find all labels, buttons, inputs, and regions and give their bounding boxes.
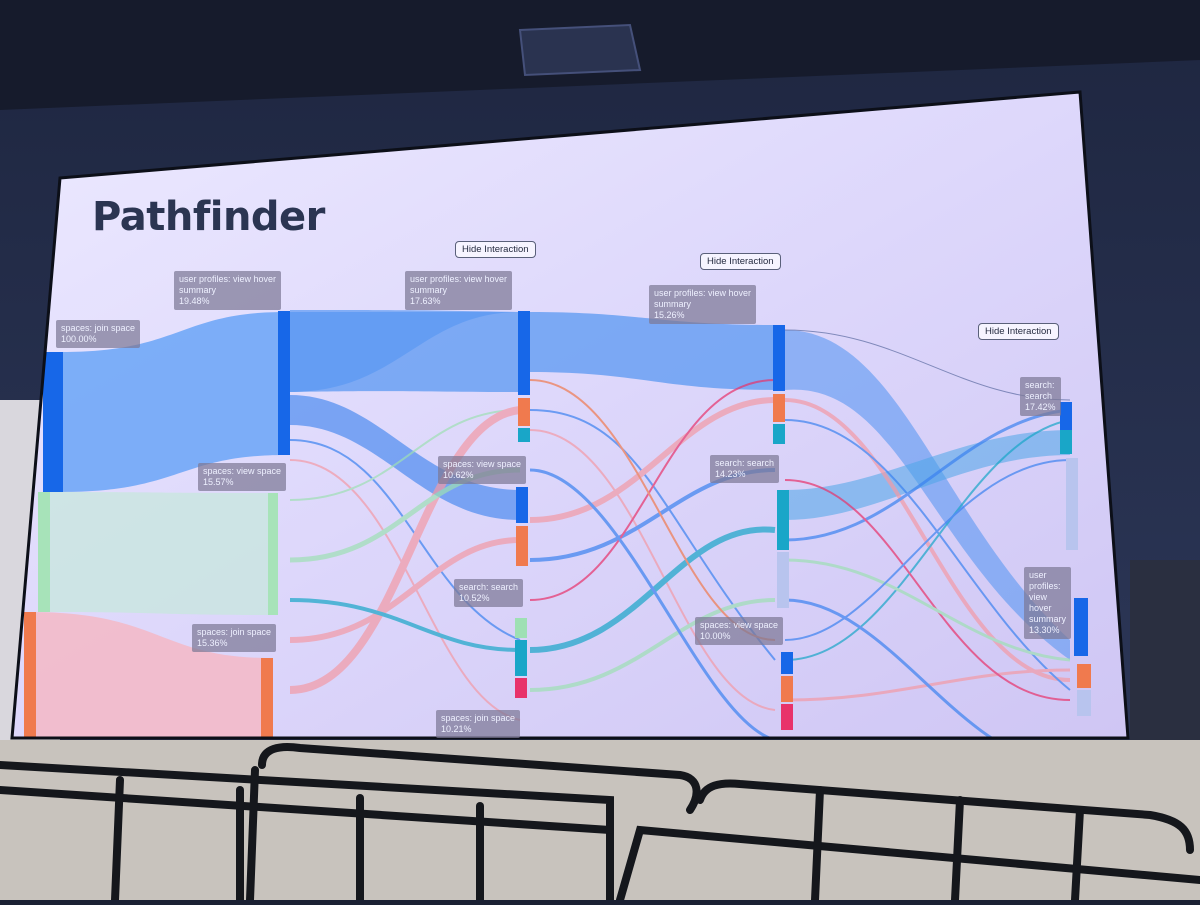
node-bar-7b bbox=[515, 678, 527, 698]
flow-green-main bbox=[45, 492, 272, 615]
node-bar-7a bbox=[515, 618, 527, 638]
node-bar-1c bbox=[24, 612, 36, 738]
node-bar-6 bbox=[516, 487, 528, 523]
node-bar-1b bbox=[38, 492, 50, 612]
node-bar-2 bbox=[278, 311, 290, 455]
node-label-profiles-hover-3: user profiles: view hover summary 15.26% bbox=[649, 285, 757, 324]
node-label-search-2: search: search 10.52% bbox=[454, 579, 524, 607]
node-bar-4 bbox=[261, 658, 273, 738]
flow-tangle bbox=[289, 329, 1071, 738]
node-bar-9b bbox=[773, 394, 785, 422]
node-label-spaces-view-space-2: spaces: view space 10.62% bbox=[438, 456, 527, 484]
node-bar-1 bbox=[43, 352, 63, 492]
node-bar-11b bbox=[781, 676, 793, 702]
node-label-spaces-join-space-1: spaces: join space 15.36% bbox=[192, 624, 277, 652]
barricades bbox=[0, 743, 1200, 904]
node-bar-11 bbox=[781, 652, 793, 674]
node-bar-12b bbox=[1060, 430, 1072, 454]
flow-blue-2b bbox=[290, 312, 520, 392]
node-bar-10b bbox=[777, 552, 789, 608]
node-bar-13b bbox=[1077, 664, 1091, 688]
node-bar-13 bbox=[1074, 598, 1088, 656]
sankey-diagram bbox=[24, 310, 1091, 738]
node-label-profiles-hover-1: user profiles: view hover summary 19.48% bbox=[174, 271, 282, 310]
node-bar-3 bbox=[268, 493, 278, 615]
node-bar-9c bbox=[773, 424, 785, 444]
hide-interaction-button-3[interactable]: Hide Interaction bbox=[978, 323, 1059, 340]
hide-interaction-button-2[interactable]: Hide Interaction bbox=[700, 253, 781, 270]
node-label-search-4: search: search 17.42% bbox=[1020, 377, 1061, 416]
right-wall bbox=[1130, 560, 1200, 760]
node-bar-9 bbox=[773, 325, 785, 391]
flow-blue-5 bbox=[785, 330, 1070, 660]
slide-title: Pathfinder bbox=[92, 194, 325, 240]
node-bar-12 bbox=[1060, 402, 1072, 430]
flow-blue-4 bbox=[530, 312, 775, 390]
flow-teal-5 bbox=[785, 430, 1070, 520]
node-label-spaces-view-space-3: spaces: view space 10.00% bbox=[695, 617, 784, 645]
node-bar-5 bbox=[518, 311, 530, 395]
node-label-spaces-view-space-1: spaces: view space 15.57% bbox=[198, 463, 287, 491]
node-label-profiles-hover-2: user profiles: view hover summary 17.63% bbox=[405, 271, 513, 310]
node-bar-12c bbox=[1066, 458, 1078, 550]
ceiling-light-fixture bbox=[518, 23, 642, 77]
node-label-search-3: search: search 14.23% bbox=[710, 455, 780, 483]
node-bar-13c bbox=[1077, 690, 1091, 716]
flow-pink-main bbox=[30, 612, 270, 738]
node-bar-6b bbox=[516, 526, 528, 566]
node-bar-11c bbox=[781, 704, 793, 730]
node-label-spaces-join-space-root: spaces: join space 100.00% bbox=[56, 320, 141, 348]
node-label-profiles-hover-4: user profiles: view hover summary 13.30% bbox=[1024, 567, 1072, 639]
node-label-spaces-join-space-2: spaces: join space 10.21% bbox=[436, 710, 521, 738]
screen-bezel bbox=[10, 90, 1130, 740]
node-bar-7 bbox=[515, 640, 527, 676]
hide-interaction-button-1[interactable]: Hide Interaction bbox=[455, 241, 536, 258]
flow-blue-main bbox=[62, 312, 285, 492]
node-bar-10 bbox=[777, 490, 789, 550]
stage-wall bbox=[0, 740, 1200, 900]
node-bar-5b bbox=[518, 398, 530, 426]
node-bar-5c bbox=[518, 428, 530, 442]
